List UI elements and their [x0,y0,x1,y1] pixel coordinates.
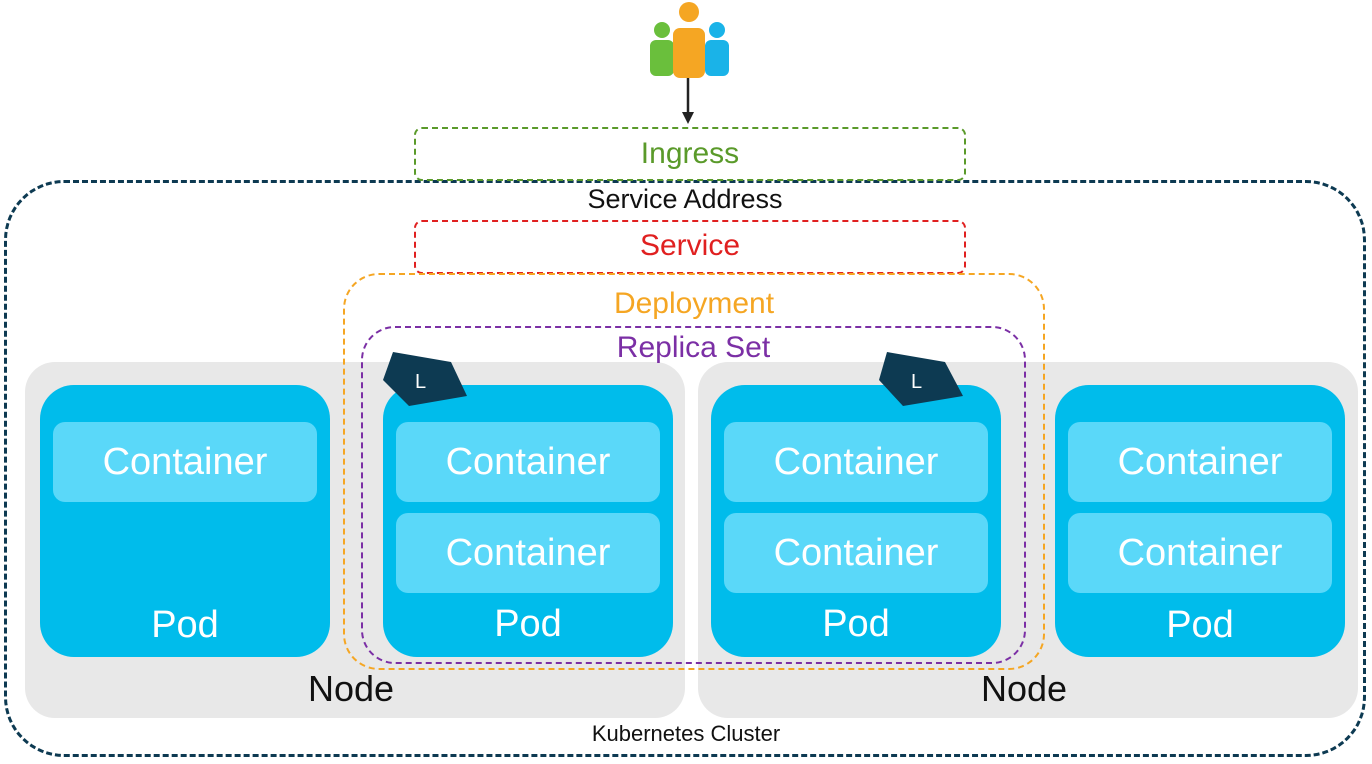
users-group-icon [650,2,729,124]
pod-label: Pod [1166,604,1234,646]
replica-set-box: Replica Set [361,326,1026,664]
container-1: Container [396,422,660,502]
service-label: Service [639,229,741,262]
ingress-label: Ingress [640,137,740,170]
container-1: Container [724,422,988,502]
container-1: Container [53,422,317,502]
label-tag-icon: L [383,352,467,406]
pod-3: Container Container Pod [711,385,1001,657]
pod-label: Pod [822,603,890,645]
service-address-label: Service Address [587,184,783,214]
container-2: Container [396,513,660,593]
node-label: Node [308,668,395,709]
service-box: Service [414,220,966,274]
kubernetes-cluster-label: Kubernetes Cluster [591,721,781,746]
deployment-label: Deployment [613,287,775,320]
pod-label: Pod [151,604,219,646]
kubernetes-cluster-boundary [4,180,1366,757]
label-tag-icon: L [879,352,963,406]
pod-label: Pod [494,603,562,645]
container-1: Container [1068,422,1332,502]
label-tag-text: L [415,371,426,393]
container-2: Container [1068,513,1332,593]
pod-2: Container Container Pod [383,385,673,657]
ingress-box: Ingress [414,127,966,181]
replica-set-label: Replica Set [616,331,771,364]
pod-1: Container Pod [40,385,330,657]
pod-4: Container Container Pod [1055,385,1345,657]
node-label: Node [981,668,1068,709]
deployment-box: Deployment [343,273,1045,670]
label-tag-text: L [911,371,922,393]
container-2: Container [724,513,988,593]
